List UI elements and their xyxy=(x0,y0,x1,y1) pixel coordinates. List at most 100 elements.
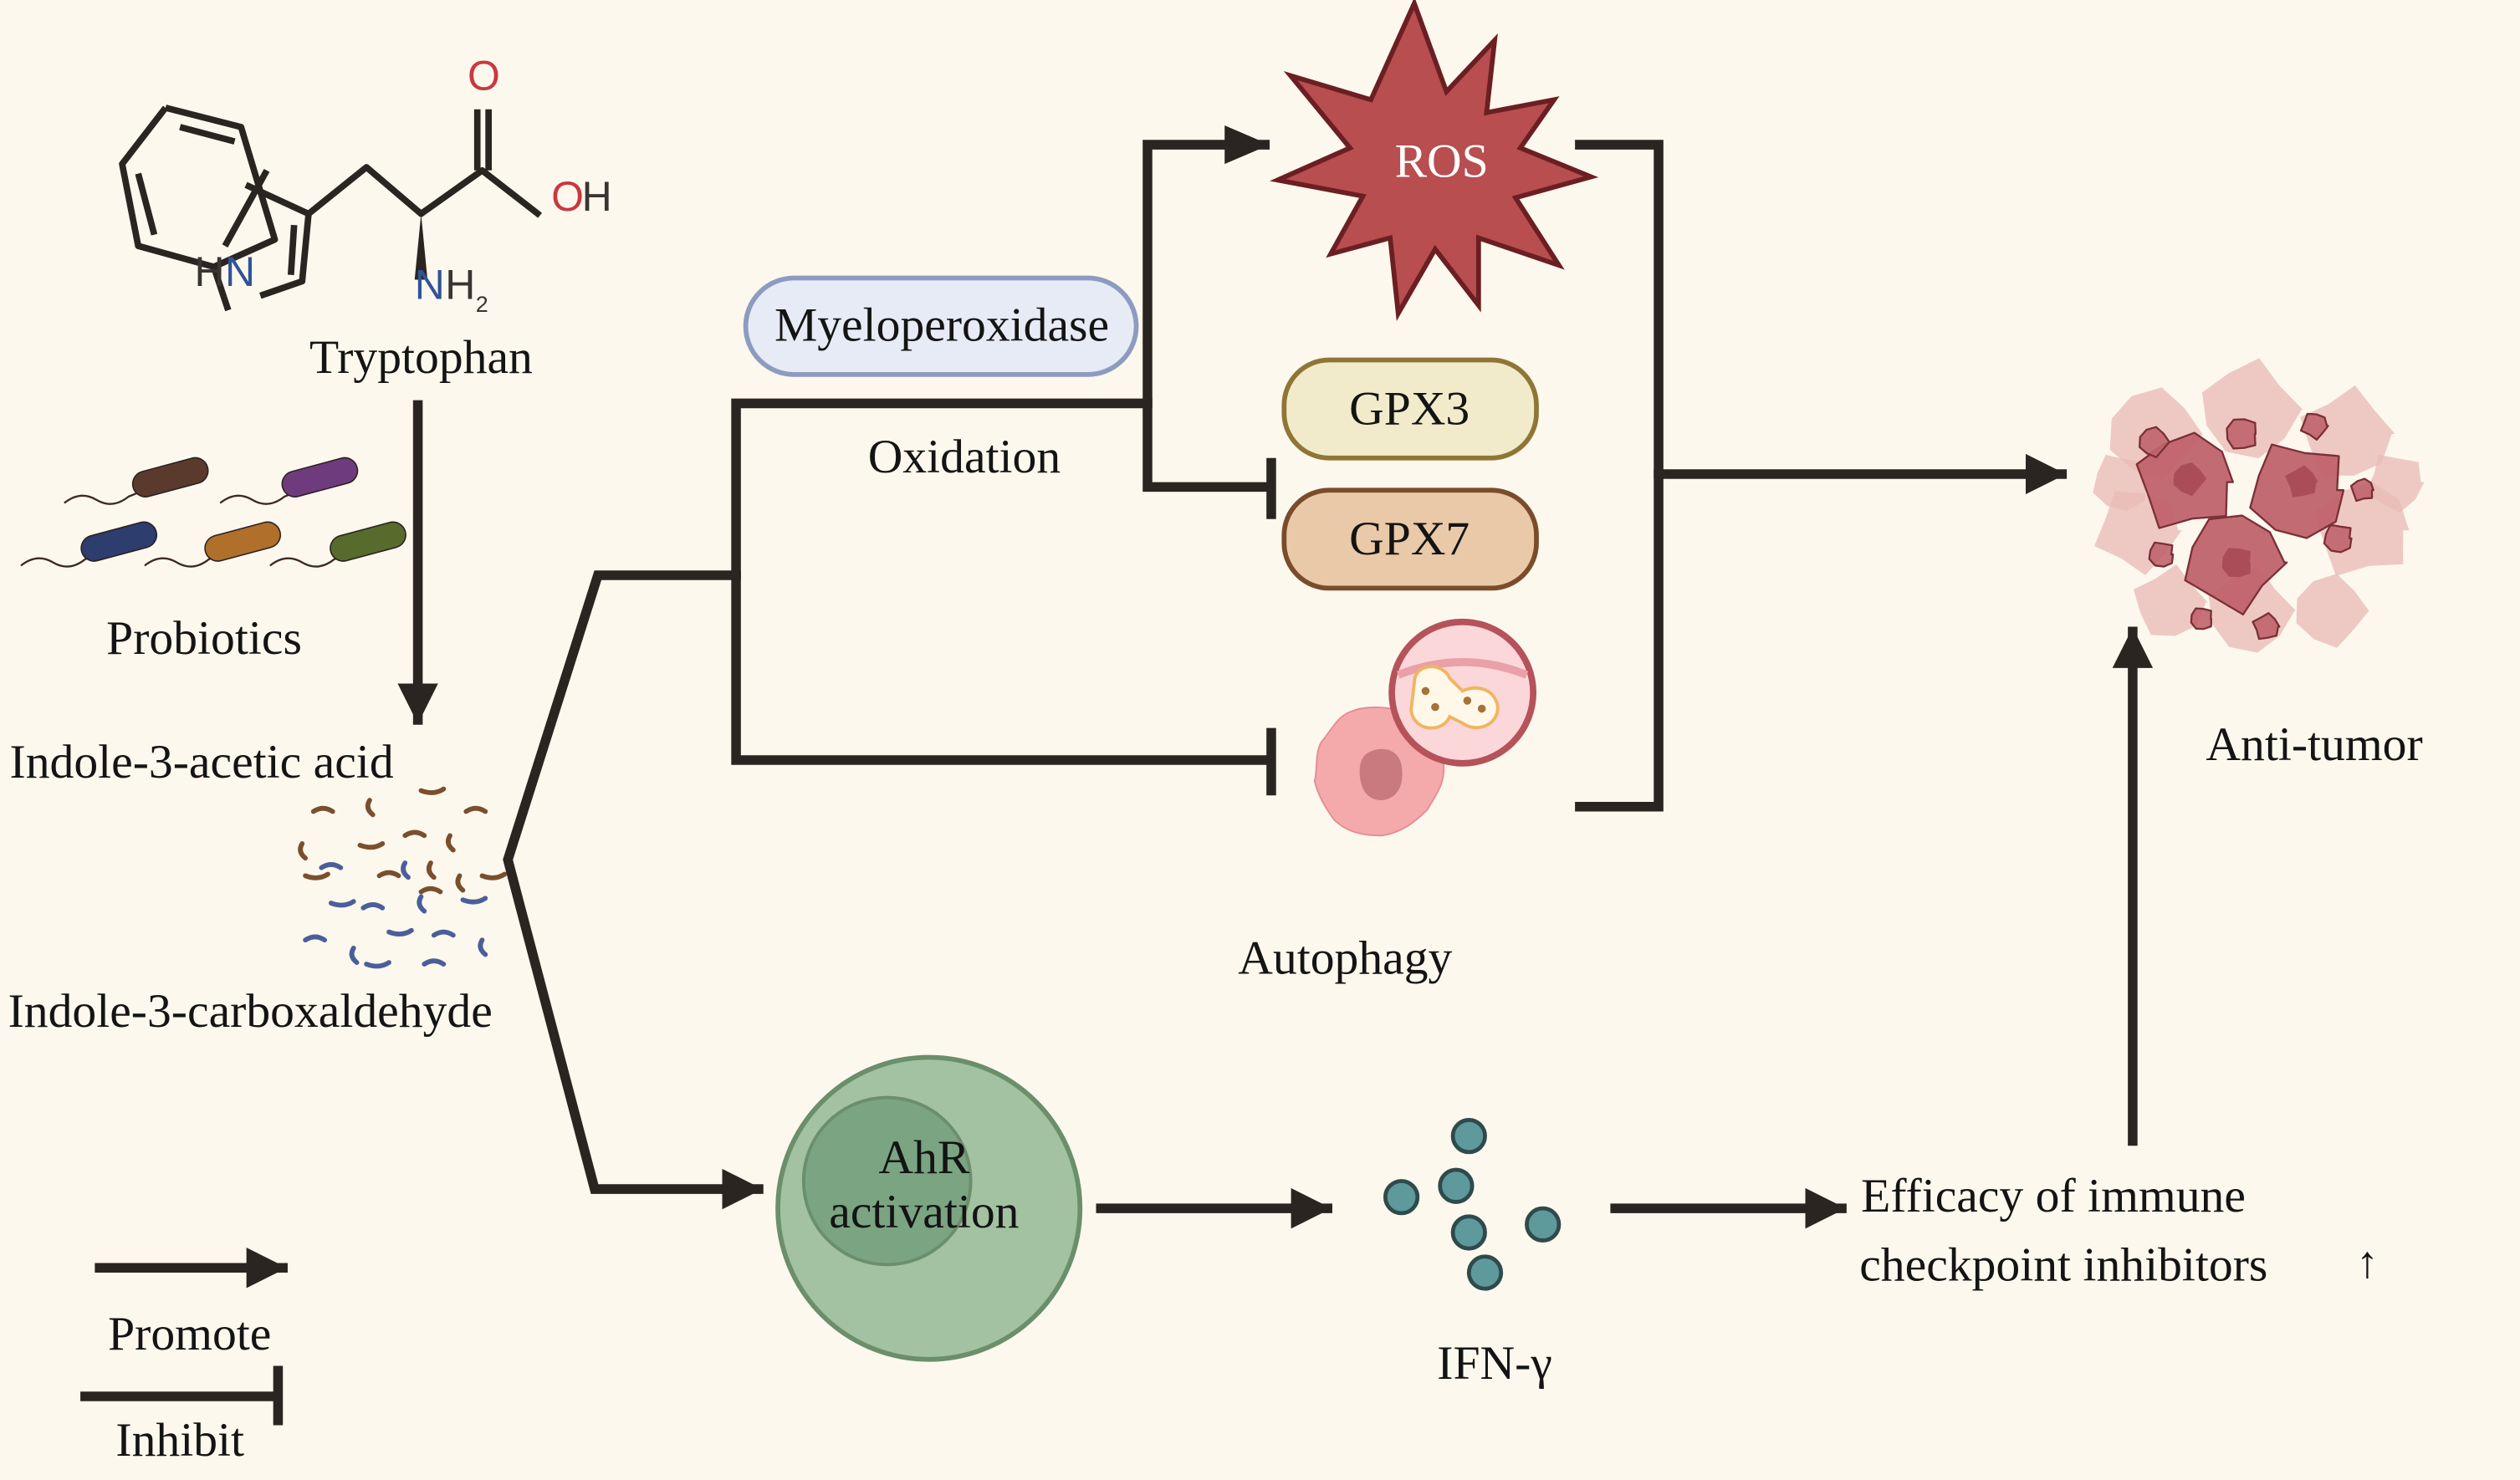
ahr-cell-node: AhR activation xyxy=(775,1054,1083,1362)
tumor-cell xyxy=(2299,412,2329,441)
bacterium-body xyxy=(281,457,359,498)
gpx3-label: GPX3 xyxy=(1349,382,1470,435)
oxidation-autophagy-bracket xyxy=(731,398,1271,765)
metabolite-particle xyxy=(418,885,443,895)
metabolite-particle xyxy=(303,871,330,880)
gpx7-node: GPX7 xyxy=(1281,487,1539,591)
metabolite-particle xyxy=(365,798,376,818)
ifn-gamma-molecule xyxy=(1383,1179,1420,1216)
gpx7-label: GPX7 xyxy=(1349,513,1470,565)
hydroxyl-oxygen: O xyxy=(551,173,584,220)
metabolite-particle xyxy=(386,927,414,936)
branch-connector-chevron xyxy=(503,570,764,1210)
myeloperoxidase-label: Myeloperoxidase xyxy=(774,299,1109,351)
legend-inhibit-label: Inhibit xyxy=(115,1414,244,1467)
ahr-label-line2: activation xyxy=(829,1186,1019,1238)
probiotics-icon xyxy=(20,457,406,568)
amine-nitrogen: N xyxy=(415,262,445,309)
tumor-cell xyxy=(2284,465,2318,498)
ifn-gamma-molecules-icon xyxy=(1383,1118,1562,1291)
metabolite-particle xyxy=(319,862,344,870)
bacterium-icon xyxy=(144,521,281,568)
autophagy-label: Autophagy xyxy=(1238,932,1452,985)
tumor-cluster-icon xyxy=(2093,358,2425,653)
tumor-cell xyxy=(2139,426,2171,458)
double-bond xyxy=(287,224,298,275)
tumor-cell xyxy=(2252,612,2281,640)
tryptophan-label: Tryptophan xyxy=(309,331,533,384)
tumor-cell xyxy=(2190,607,2213,630)
pyrrole-bond xyxy=(244,181,312,299)
oxidation-output-bracket xyxy=(1142,140,1273,492)
oxidation-label: Oxidation xyxy=(868,431,1061,483)
tumor-cell xyxy=(2296,574,2369,648)
oxygen-atom: O xyxy=(468,53,500,100)
ifn-gamma-label: IFN-γ xyxy=(1437,1337,1552,1390)
metabolite-particle xyxy=(418,786,447,795)
amine-hydrogen: H xyxy=(445,262,475,309)
merge-bracket xyxy=(1575,140,1664,812)
ahr-cell-nucleus xyxy=(801,1095,973,1267)
legend: Promote Inhibit xyxy=(80,1248,288,1467)
indole-metabolite-particles xyxy=(298,786,508,969)
myeloperoxidase-node: Myeloperoxidase xyxy=(743,275,1139,377)
probiotics-label: Probiotics xyxy=(106,612,302,665)
tumor-cell xyxy=(2226,418,2257,450)
metabolite-particle xyxy=(376,870,401,879)
ros-starburst-icon xyxy=(1270,0,1599,321)
metabolite-particle xyxy=(303,934,328,943)
gpx3-pill xyxy=(1281,357,1539,461)
ifn-gamma-molecule xyxy=(1438,1167,1475,1204)
bacterium-body xyxy=(330,521,406,562)
metabolite-particle xyxy=(360,902,386,911)
metabolite-particle xyxy=(455,873,466,893)
membrane xyxy=(1396,658,1529,679)
tumor-cell xyxy=(2221,548,2251,578)
ifn-gamma-molecule xyxy=(1450,1214,1487,1251)
metabolite-particle xyxy=(431,929,456,938)
metabolite-particle xyxy=(417,894,427,914)
metabolite-particle xyxy=(426,860,437,880)
ifn-gamma-molecule xyxy=(1450,1118,1487,1155)
anti-tumor-label: Anti-tumor xyxy=(2206,718,2422,771)
cell-nucleus xyxy=(1359,748,1403,801)
tumor-cell xyxy=(2323,523,2353,554)
increase-arrow-icon: ↑ xyxy=(2356,1238,2379,1288)
indole-nitrogen: N xyxy=(225,248,255,295)
ros-node: ROS xyxy=(1270,0,1599,321)
ifn-gamma-molecule xyxy=(1525,1206,1562,1243)
double-bond xyxy=(222,168,270,248)
autophagy-cell-icon xyxy=(1313,618,1537,837)
bacterium-icon xyxy=(269,521,406,568)
metabolite-particle xyxy=(364,960,391,969)
metabolite-particle xyxy=(478,937,488,957)
ros-label: ROS xyxy=(1395,135,1489,187)
tumor-cell xyxy=(2364,454,2425,513)
bacterium-body xyxy=(204,521,281,562)
amine-subscript: 2 xyxy=(476,292,488,317)
metabolite-particle xyxy=(328,899,356,908)
metabolite-particle xyxy=(463,805,488,814)
efficacy-label-line2: checkpoint inhibitors xyxy=(1859,1239,2267,1292)
metabolite-particle xyxy=(357,841,386,850)
bacterium-icon xyxy=(20,521,158,568)
bacterium-icon xyxy=(219,457,359,505)
myeloperoxidase-pill xyxy=(743,275,1139,377)
metabolite-particle xyxy=(422,958,447,967)
metabolite-particle xyxy=(402,829,427,839)
double-bond xyxy=(135,172,158,236)
metabolite-particle xyxy=(349,945,360,966)
gpx7-pill xyxy=(1281,487,1539,591)
metabolite-particle xyxy=(401,860,411,880)
ahr-label-line1: AhR xyxy=(878,1131,969,1184)
indole-3-acetic-acid-label: Indole-3-acetic acid xyxy=(10,736,394,788)
tumor-cell xyxy=(2093,454,2149,511)
metabolite-particle xyxy=(460,896,488,905)
tumor-cell xyxy=(2349,477,2374,503)
autolysosome xyxy=(1409,665,1500,730)
legend-promote-label: Promote xyxy=(108,1308,271,1360)
hydroxyl-hydrogen: H xyxy=(582,173,612,220)
pyrrole-bond xyxy=(210,265,232,312)
metabolite-particle xyxy=(298,841,308,861)
